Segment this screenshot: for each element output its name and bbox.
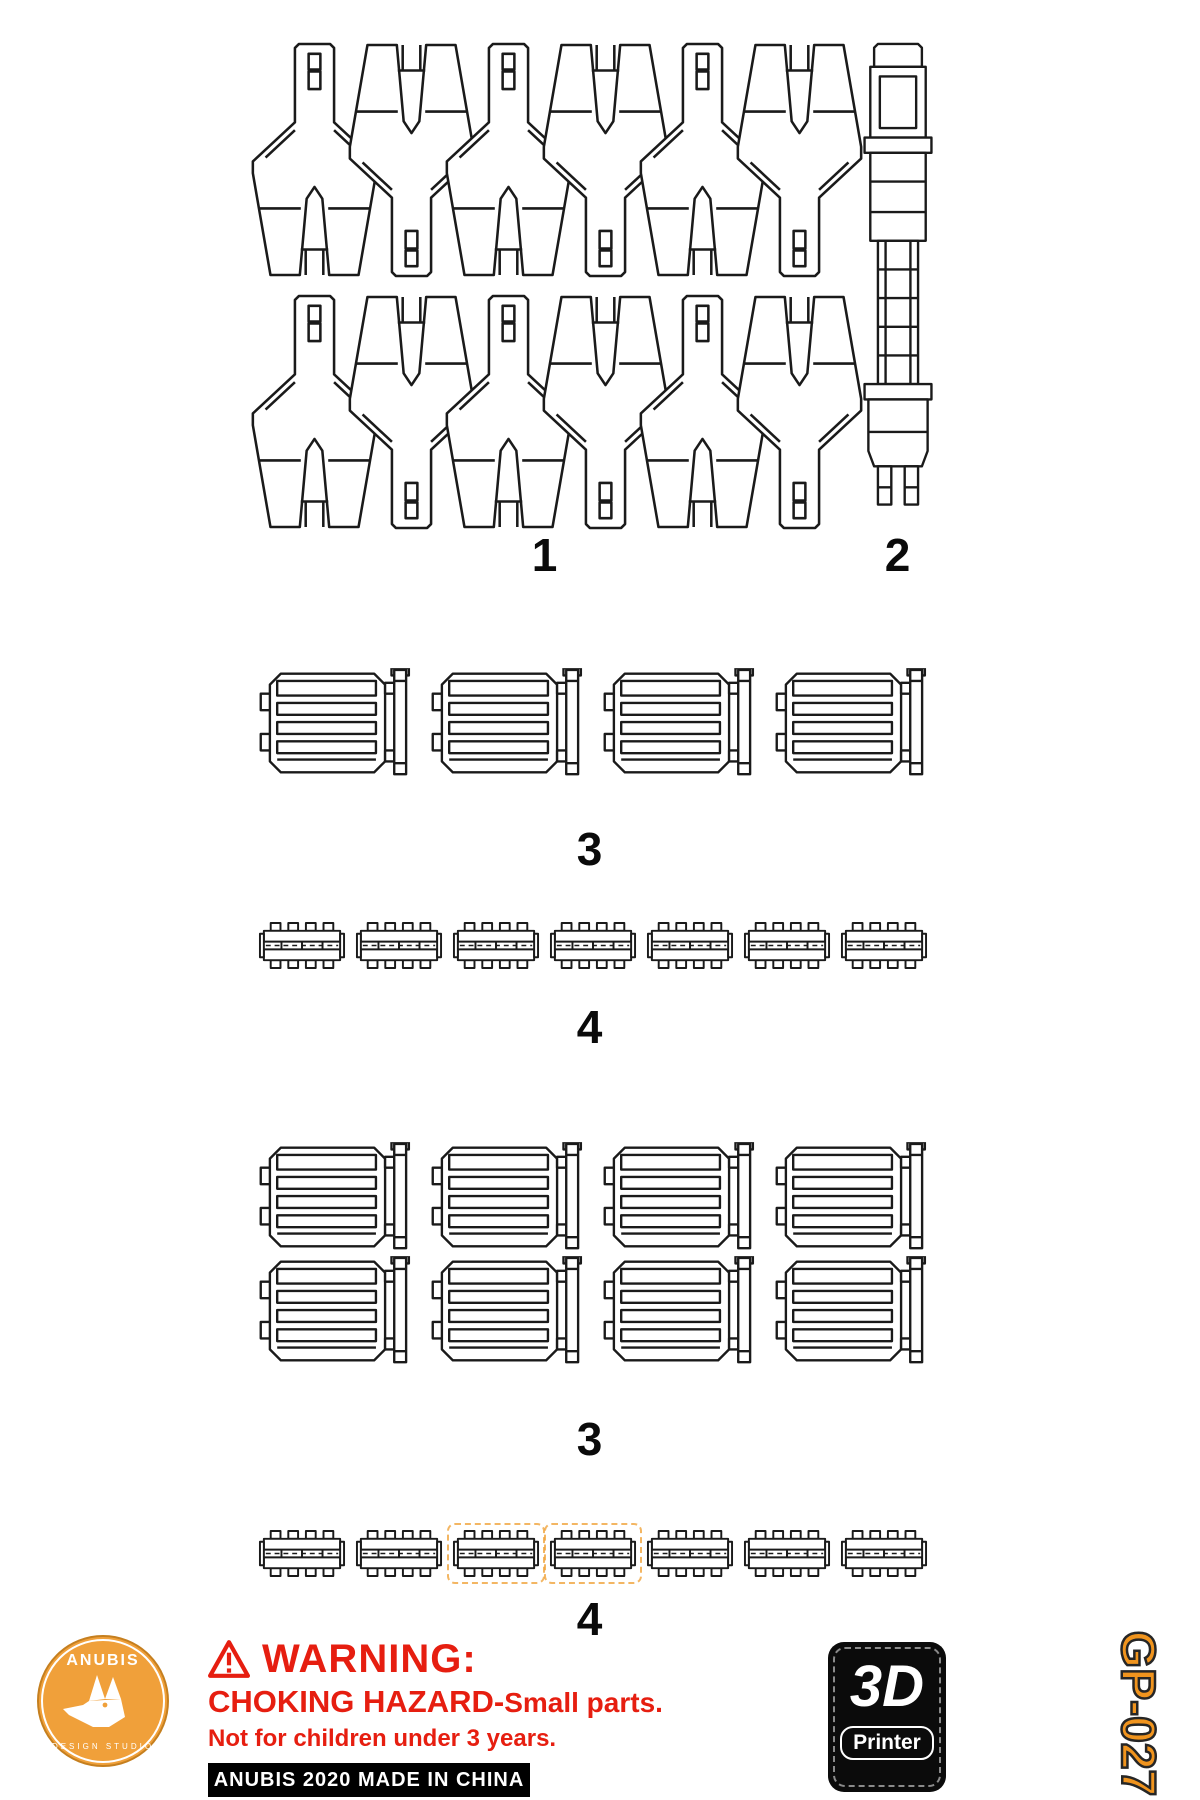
product-code-block: GP-027 — [1076, 1626, 1200, 1800]
part-3-drawing — [602, 1142, 762, 1252]
warning-title: WARNING: — [208, 1638, 678, 1680]
part1-label: 1 — [531, 529, 559, 581]
logo-brand-text: ANUBIS — [66, 1652, 139, 1669]
part1-row-1 — [246, 40, 868, 280]
part3-row-b2 — [258, 1256, 934, 1366]
part-3-drawing — [258, 668, 418, 778]
part2-label: 2 — [884, 529, 912, 581]
part3-label-b: 3 — [576, 1413, 604, 1465]
part-4-drawing — [258, 1528, 346, 1579]
part-4-drawing — [840, 920, 928, 971]
warning-block: WARNING: CHOKING HAZARD-Small parts. Not… — [208, 1638, 678, 1797]
part-3-drawing — [774, 1142, 934, 1252]
age-warning-text: Not for children under 3 years. — [208, 1724, 557, 1752]
hazard-line: CHOKING HAZARD-Small parts. — [208, 1684, 678, 1719]
anubis-logo: ANUBIS DESIGN STUDIO — [37, 1635, 169, 1767]
hazard-rest-text: Small parts. — [504, 1687, 663, 1718]
part3-label-a: 3 — [576, 823, 604, 875]
part3-row-a — [258, 668, 934, 778]
part-4-drawing — [646, 1528, 734, 1579]
part4-row-b — [258, 1523, 928, 1584]
part-4-drawing — [355, 920, 443, 971]
part4-label-b: 4 — [576, 1593, 604, 1645]
printer-3d-badge: 3D Printer — [828, 1642, 946, 1792]
logo-sub-text: DESIGN STUDIO — [52, 1742, 154, 1751]
anubis-head-icon — [63, 1675, 125, 1727]
made-in-bar: ANUBIS 2020 MADE IN CHINA — [208, 1762, 530, 1797]
part-4-drawing — [447, 1523, 545, 1584]
part-4-drawing — [452, 920, 540, 971]
part-4-drawing — [743, 1528, 831, 1579]
part2-column — [855, 40, 941, 518]
part-4-drawing — [743, 920, 831, 971]
warning-title-text: WARNING: — [262, 1637, 477, 1681]
part-3-drawing — [430, 1142, 590, 1252]
part1-row-2 — [246, 292, 868, 532]
part-3-drawing — [430, 668, 590, 778]
badge-printer-text: Printer — [840, 1726, 934, 1760]
part4-row-a — [258, 920, 928, 971]
part-3-drawing — [602, 1256, 762, 1366]
product-code-text: GP-027 — [1110, 1629, 1166, 1797]
part-3-drawing — [258, 1256, 418, 1366]
part-4-drawing — [355, 1528, 443, 1579]
part-4-drawing — [840, 1528, 928, 1579]
part-3-drawing — [430, 1256, 590, 1366]
badge-3d-text: 3D — [849, 1654, 925, 1719]
part-3-drawing — [774, 668, 934, 778]
part4-label-a: 4 — [576, 1001, 604, 1053]
part-1-drawing — [731, 292, 868, 532]
stitch-border — [833, 1647, 941, 1787]
part3-row-b1 — [258, 1142, 934, 1252]
part-2-drawing — [855, 40, 941, 518]
part-4-drawing — [544, 1523, 642, 1584]
part-3-drawing — [602, 668, 762, 778]
part-4-drawing — [646, 920, 734, 971]
part-3-drawing — [258, 1142, 418, 1252]
part-4-drawing — [549, 920, 637, 971]
part-3-drawing — [774, 1256, 934, 1366]
part-4-drawing — [258, 920, 346, 971]
part-1-drawing — [731, 40, 868, 280]
hazard-bold-text: CHOKING HAZARD- — [208, 1684, 505, 1719]
warning-triangle-icon — [208, 1640, 250, 1678]
